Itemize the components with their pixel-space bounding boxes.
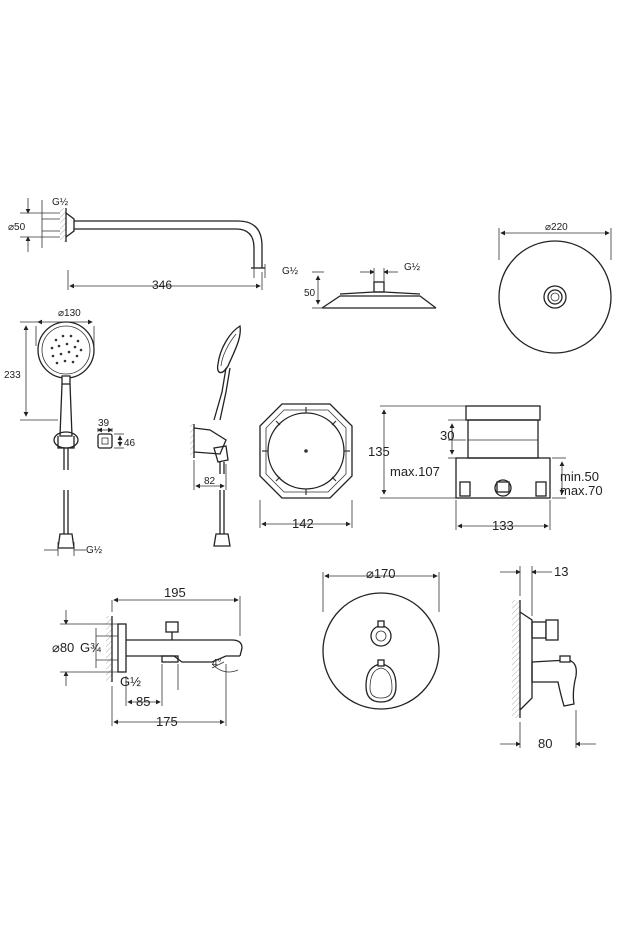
shower-arm-view xyxy=(20,198,266,290)
arm-diameter-label: ⌀50 xyxy=(8,222,26,233)
box-front-view xyxy=(259,403,353,528)
mixer-depth-label: 80 xyxy=(538,736,552,751)
hand-length-label: 233 xyxy=(4,370,21,381)
holder-width-label: 39 xyxy=(98,418,110,429)
head-thread-label: G½ xyxy=(404,262,421,273)
mixer-top-label: 13 xyxy=(554,564,568,579)
arm-thread-wall-label: G½ xyxy=(52,197,69,208)
box-height-label: 135 xyxy=(368,444,390,459)
box-max-depth-label: max.107 xyxy=(390,464,440,479)
head-top-view xyxy=(498,228,612,354)
head-diameter-label: ⌀220 xyxy=(545,222,568,233)
nozzle-dots xyxy=(50,334,83,365)
box-min-label: min.50 xyxy=(560,469,599,484)
mixer-front-view xyxy=(322,572,440,710)
spout-thread-wall-label: G¾ xyxy=(80,640,101,655)
arm-thread-end-label: G½ xyxy=(282,266,299,277)
spout-angle-label: 4° xyxy=(212,658,222,669)
spout-diameter-label: ⌀80 xyxy=(52,640,74,655)
spout-total-label: 175 xyxy=(156,714,178,729)
head-side-view xyxy=(312,268,437,309)
box-cover-label: 30 xyxy=(440,428,454,443)
holder-height-label: 46 xyxy=(124,438,136,449)
box-width-label: 133 xyxy=(492,518,514,533)
hand-side-depth-label: 82 xyxy=(204,476,216,487)
hand-shower-front-view xyxy=(20,319,95,556)
box-max-label: max.70 xyxy=(560,483,603,498)
holder-view xyxy=(97,427,124,449)
hand-thread-label: G½ xyxy=(86,545,103,556)
spout-thread-inlet-label: G½ xyxy=(120,674,141,689)
mixer-diameter-label: ⌀170 xyxy=(366,566,396,581)
head-height-label: 50 xyxy=(304,288,316,299)
hand-diameter-label: ⌀130 xyxy=(58,308,81,319)
box-side-view xyxy=(380,405,566,530)
spout-offset-label: 85 xyxy=(136,694,150,709)
bath-spout-view xyxy=(60,596,243,726)
arm-length-label: 346 xyxy=(152,278,172,292)
hand-shower-side-view xyxy=(190,324,241,547)
box-size-label: 142 xyxy=(292,516,314,531)
box-ring-ticks xyxy=(262,407,350,495)
spout-length-label: 195 xyxy=(164,585,186,600)
mixer-side-view xyxy=(500,566,596,748)
